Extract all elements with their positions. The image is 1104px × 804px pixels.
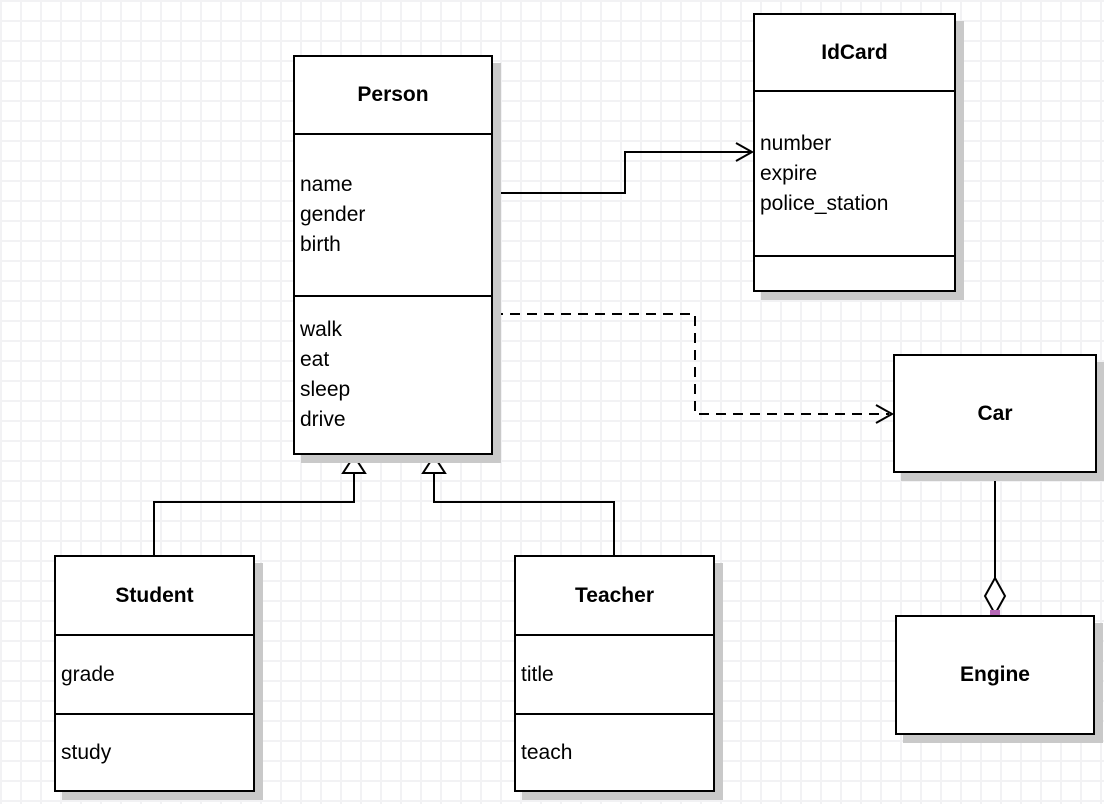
inheritance-triangle-icon bbox=[341, 454, 367, 474]
attribute-row: grade bbox=[61, 662, 115, 686]
methods-section bbox=[755, 257, 954, 290]
edge-association-person-idcard[interactable] bbox=[493, 142, 755, 194]
method-row: teach bbox=[521, 740, 573, 764]
edge-generalization-teacher-person[interactable] bbox=[421, 454, 615, 555]
attribute-row: title bbox=[521, 662, 554, 686]
class-node-car[interactable]: Car bbox=[893, 354, 1097, 473]
method-row: sleep bbox=[300, 378, 351, 401]
attributes-section: name gender birth bbox=[295, 135, 491, 297]
class-title: Person bbox=[295, 57, 491, 135]
class-title: Engine bbox=[959, 663, 1030, 686]
class-title: IdCard bbox=[755, 15, 954, 92]
attribute-row: birth bbox=[300, 233, 341, 256]
aggregation-diamond-icon bbox=[983, 575, 1007, 617]
attribute-row: number bbox=[760, 131, 832, 155]
edge-aggregation-car-engine[interactable] bbox=[983, 468, 1007, 620]
edge-generalization-student-person[interactable] bbox=[153, 454, 367, 555]
method-row: drive bbox=[300, 408, 346, 431]
attributes-section: grade bbox=[56, 636, 253, 715]
methods-section: teach bbox=[516, 715, 713, 790]
open-arrowhead-icon bbox=[735, 142, 755, 162]
edge-line bbox=[433, 473, 615, 555]
class-title: Car bbox=[977, 401, 1013, 425]
methods-section: study bbox=[56, 715, 253, 790]
class-node-teacher[interactable]: Teacher title teach bbox=[514, 555, 715, 792]
attribute-row: gender bbox=[300, 203, 366, 226]
inheritance-triangle-icon bbox=[421, 454, 447, 474]
class-node-person[interactable]: Person name gender birth walk eat sleep … bbox=[293, 55, 493, 455]
class-title: Student bbox=[56, 557, 253, 636]
method-row: study bbox=[61, 740, 112, 764]
edge-endpoint-handle[interactable] bbox=[990, 468, 1000, 478]
attribute-row: expire bbox=[760, 161, 818, 185]
open-arrowhead-icon bbox=[875, 404, 895, 424]
class-title: Teacher bbox=[516, 557, 713, 636]
class-node-idcard[interactable]: IdCard number expire police_station bbox=[753, 13, 956, 292]
attributes-section: number expire police_station bbox=[755, 92, 954, 257]
attribute-row: name bbox=[300, 173, 353, 196]
methods-section: walk eat sleep drive bbox=[295, 297, 491, 453]
edge-line bbox=[493, 151, 751, 194]
class-node-student[interactable]: Student grade study bbox=[54, 555, 255, 792]
attributes-section: title bbox=[516, 636, 713, 715]
edge-dependency-person-car[interactable] bbox=[493, 313, 895, 424]
class-node-engine[interactable]: Engine bbox=[895, 615, 1095, 735]
method-row: eat bbox=[300, 348, 330, 371]
edge-line bbox=[153, 473, 355, 555]
method-row: walk bbox=[300, 318, 343, 341]
attribute-row: police_station bbox=[760, 191, 889, 215]
edge-line bbox=[493, 313, 889, 415]
